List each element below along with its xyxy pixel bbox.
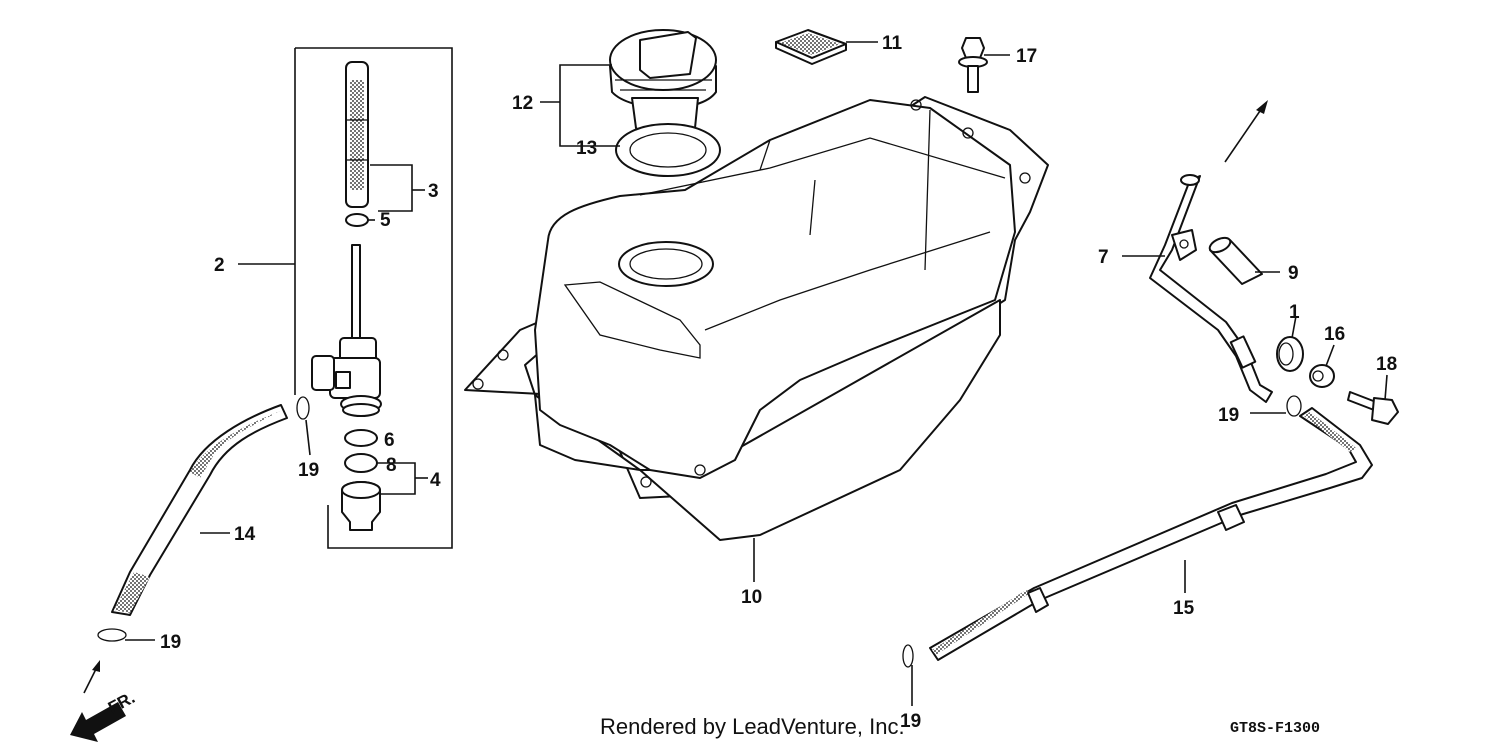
hose-clip-19-bottom <box>902 644 914 668</box>
callout-7: 7 <box>1098 247 1109 268</box>
callout-19-left: 19 <box>298 460 319 481</box>
bolt-17 <box>958 37 988 93</box>
o-ring-5 <box>345 213 369 227</box>
direction-arrow-up <box>1224 100 1268 163</box>
hose-clip-19-right <box>1286 395 1302 417</box>
fuel-hose-14 <box>111 404 288 616</box>
callout-10: 10 <box>741 587 762 608</box>
callout-19-right: 19 <box>1218 405 1239 426</box>
callout-12: 12 <box>512 93 533 114</box>
cap-gasket-13 <box>615 123 721 177</box>
callout-4: 4 <box>430 470 441 491</box>
callout-5: 5 <box>380 210 391 231</box>
callout-9: 9 <box>1288 263 1299 284</box>
callout-15: 15 <box>1173 598 1195 619</box>
rubber-pad-11 <box>775 29 847 65</box>
fuel-pipe-7 <box>1149 174 1273 403</box>
fuel-strainer-screen <box>345 61 369 208</box>
fuel-cock-bracket <box>294 47 453 549</box>
callout-19-hose: 19 <box>160 632 181 653</box>
callout-17: 17 <box>1016 46 1037 67</box>
fuel-cup-4 <box>341 481 381 531</box>
fuel-tank-10 <box>464 96 1049 541</box>
gasket-6 <box>344 429 378 447</box>
callout-18: 18 <box>1376 354 1397 375</box>
callout-6: 6 <box>384 430 395 451</box>
fuel-cock-valve <box>311 244 382 417</box>
leader-lines <box>125 41 1388 706</box>
callout-13: 13 <box>576 138 597 159</box>
o-ring-8 <box>344 453 378 473</box>
callout-1: 1 <box>1289 302 1300 323</box>
callout-3: 3 <box>428 181 439 202</box>
diagram-code: GT8S-F1300 <box>1230 720 1321 737</box>
callout-16: 16 <box>1324 324 1345 345</box>
grommet-1 <box>1276 336 1304 372</box>
bolt-18 <box>1347 391 1399 425</box>
callout-11: 11 <box>882 33 903 54</box>
fuel-cap-12 <box>609 29 717 138</box>
callout-2: 2 <box>214 255 225 276</box>
front-direction-arrow <box>70 660 126 742</box>
callout-8: 8 <box>386 455 397 476</box>
callout-19-bottom: 19 <box>900 711 921 732</box>
hose-clip-19 <box>296 396 310 420</box>
tube-sleeve-9 <box>1208 236 1263 285</box>
fuel-hose-15 <box>929 407 1373 661</box>
render-credit: Rendered by LeadVenture, Inc. <box>600 714 905 739</box>
hose-clip-19-lower <box>97 628 127 642</box>
collar-16 <box>1309 364 1335 388</box>
callout-14: 14 <box>234 524 256 545</box>
